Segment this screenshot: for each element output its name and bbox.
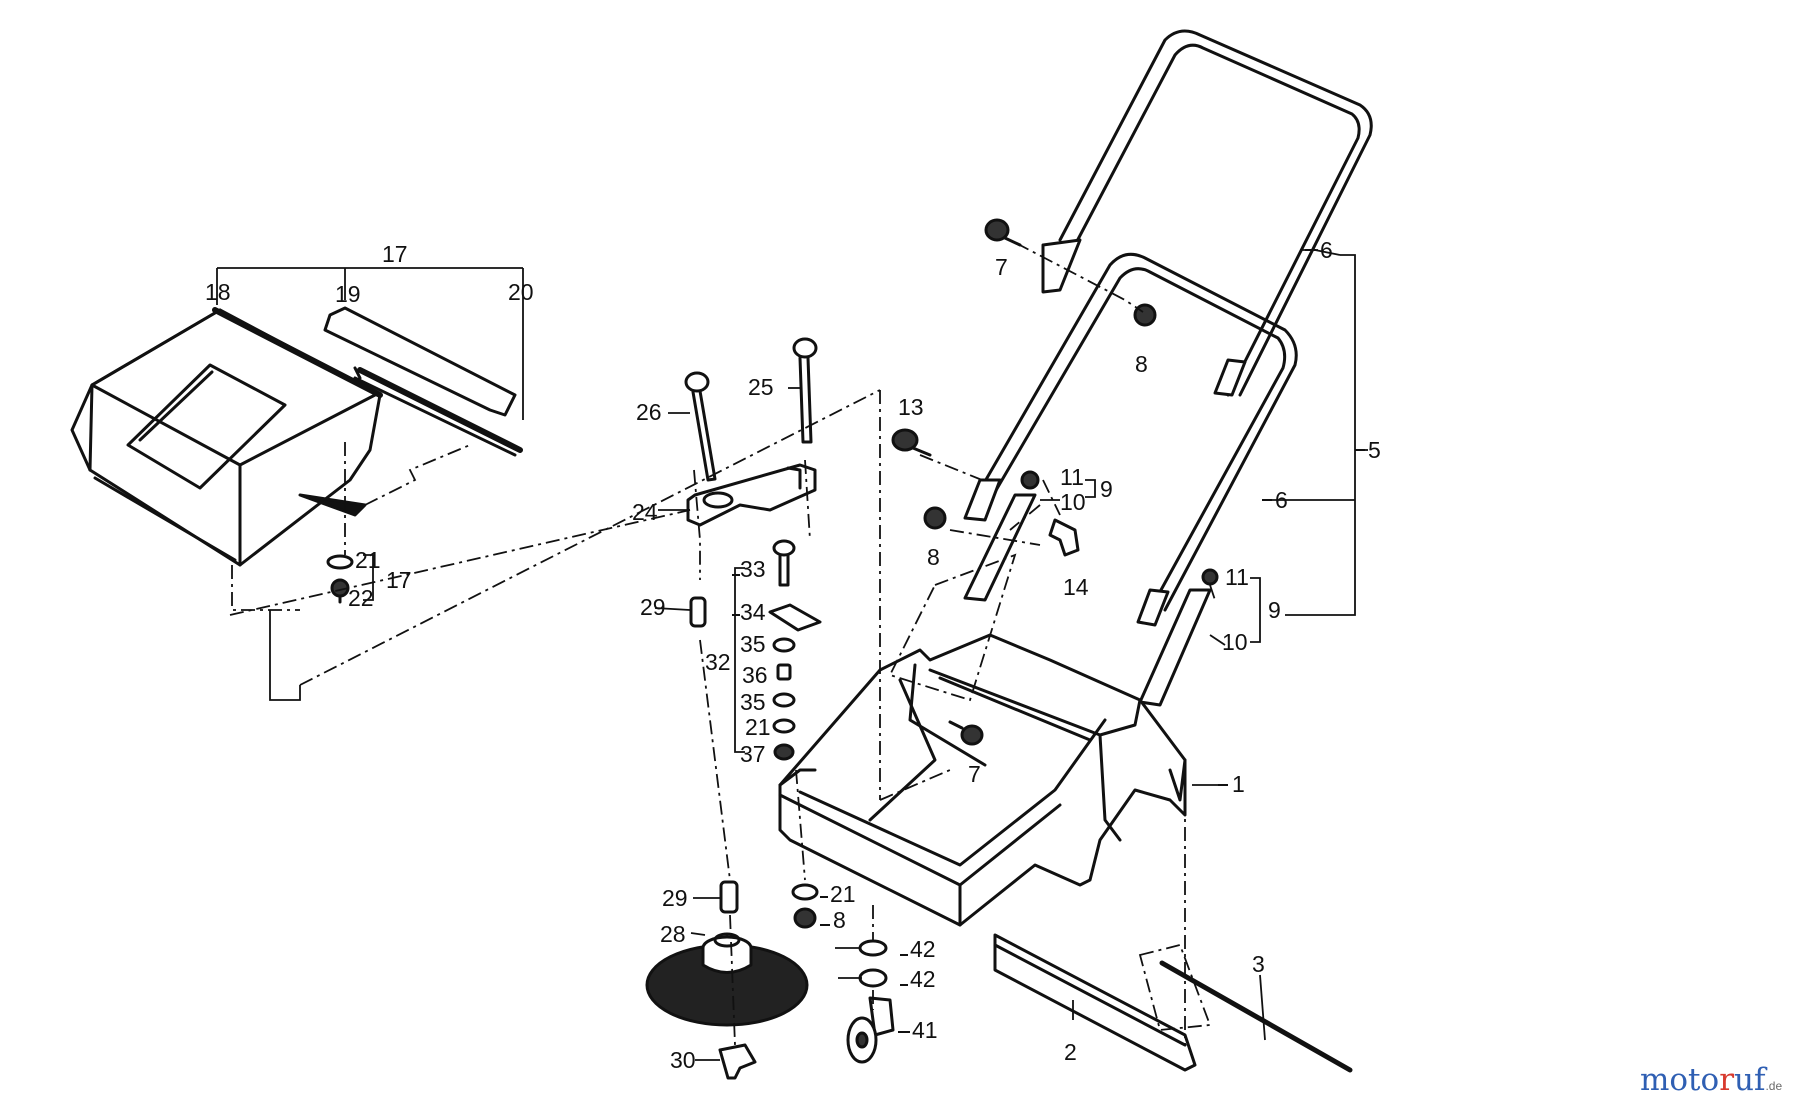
nut-37 bbox=[773, 743, 795, 761]
label-34: 34 bbox=[740, 599, 766, 625]
label-26: 26 bbox=[636, 399, 662, 425]
handle-tube-right bbox=[1138, 588, 1212, 707]
label-28: 28 bbox=[660, 921, 686, 947]
brand-part-1: moto bbox=[1640, 1062, 1720, 1098]
label-5: 5 bbox=[1368, 437, 1381, 463]
brand-part-3: uf bbox=[1734, 1062, 1766, 1098]
label-42-upper: 42 bbox=[910, 936, 936, 962]
nut-11-right bbox=[1201, 568, 1219, 586]
washer-21-mid bbox=[772, 718, 796, 734]
label-25: 25 bbox=[748, 374, 774, 400]
label-29-upper: 29 bbox=[640, 594, 666, 620]
label-19: 19 bbox=[335, 281, 361, 307]
label-41: 41 bbox=[912, 1017, 938, 1043]
upper-handle bbox=[1041, 29, 1373, 397]
label-35b: 35 bbox=[740, 689, 766, 715]
label-1: 1 bbox=[1232, 771, 1245, 797]
label-36: 36 bbox=[742, 662, 768, 688]
label-24: 24 bbox=[632, 499, 658, 525]
bolt-7-top bbox=[984, 218, 1022, 247]
label-6-upper: 6 bbox=[1320, 237, 1333, 263]
bolt-13 bbox=[891, 428, 932, 457]
screw-22 bbox=[330, 578, 350, 604]
label-13: 13 bbox=[898, 394, 924, 420]
label-7-top: 7 bbox=[995, 254, 1008, 280]
label-17-top: 17 bbox=[382, 241, 408, 267]
label-11-left: 11 bbox=[1060, 464, 1084, 490]
label-42-lower: 42 bbox=[910, 966, 936, 992]
washer-35a bbox=[772, 637, 796, 653]
label-20: 20 bbox=[508, 279, 534, 305]
label-14: 14 bbox=[1063, 574, 1089, 600]
axle-rod bbox=[1159, 960, 1353, 1073]
label-30: 30 bbox=[670, 1047, 696, 1073]
lower-handle bbox=[963, 252, 1298, 627]
label-6-lower: 6 bbox=[1275, 487, 1288, 513]
wing-knob-14 bbox=[1048, 518, 1080, 557]
part-number-labels: 1 2 3 5 6 6 7 7 8 8 8 9 9 10 10 11 11 13… bbox=[205, 237, 1381, 1073]
label-8-top: 8 bbox=[1135, 351, 1148, 377]
label-10-right: 10 bbox=[1222, 629, 1248, 655]
washer-21-catcher bbox=[326, 554, 354, 570]
nut-11-left bbox=[1020, 470, 1040, 490]
label-9-left: 9 bbox=[1100, 476, 1113, 502]
sleeve-36 bbox=[776, 663, 792, 681]
pin-29-upper bbox=[689, 596, 707, 628]
deflector-flap bbox=[323, 306, 523, 457]
nut-8-mid bbox=[923, 506, 947, 530]
label-11-right: 11 bbox=[1225, 564, 1249, 590]
bolt-7-chassis bbox=[948, 720, 984, 746]
pin-29-lower bbox=[719, 880, 739, 914]
bolt-25 bbox=[792, 337, 818, 444]
washer-21-lower bbox=[791, 883, 819, 901]
label-29-lower: 29 bbox=[662, 885, 688, 911]
label-17-bottom: 17 bbox=[386, 567, 412, 593]
label-32: 32 bbox=[705, 649, 731, 675]
rear-strip bbox=[993, 933, 1197, 1072]
washer-42b bbox=[858, 968, 888, 988]
label-33: 33 bbox=[740, 556, 766, 582]
caster-wheel-41 bbox=[846, 996, 895, 1064]
label-dashes bbox=[732, 249, 1365, 1033]
label-37: 37 bbox=[740, 741, 766, 767]
clamp-plate-34 bbox=[768, 603, 822, 632]
label-8-lower: 8 bbox=[833, 907, 846, 933]
nut-8-lower bbox=[793, 907, 817, 929]
label-2: 2 bbox=[1064, 1039, 1077, 1065]
label-21-mid: 21 bbox=[745, 714, 771, 740]
brand-part-2: r bbox=[1719, 1062, 1735, 1098]
brand-part-4: .de bbox=[1765, 1079, 1783, 1093]
motoruf-watermark: motoruf.de bbox=[1640, 1062, 1782, 1098]
washer-35b bbox=[772, 692, 796, 708]
bolt-26 bbox=[684, 371, 717, 482]
label-21-lower: 21 bbox=[830, 881, 856, 907]
grass-catcher-box bbox=[70, 307, 383, 567]
assembly-lines bbox=[229, 242, 1216, 1046]
label-3: 3 bbox=[1252, 951, 1265, 977]
brush-disc bbox=[645, 932, 809, 1027]
wing-screw-30 bbox=[718, 1043, 757, 1080]
washer-42a bbox=[858, 939, 888, 957]
label-10-left: 10 bbox=[1060, 489, 1086, 515]
label-18: 18 bbox=[205, 279, 231, 305]
leader-lines bbox=[216, 249, 1368, 1061]
handle-tube-left bbox=[963, 493, 1037, 602]
label-21-catcher: 21 bbox=[355, 547, 381, 573]
screw-33 bbox=[772, 539, 796, 587]
label-22: 22 bbox=[348, 585, 374, 611]
label-8-mid: 8 bbox=[927, 544, 940, 570]
label-9-right: 9 bbox=[1268, 597, 1281, 623]
label-7-chassis: 7 bbox=[968, 761, 981, 787]
label-35a: 35 bbox=[740, 631, 766, 657]
mower-chassis bbox=[778, 633, 1187, 927]
